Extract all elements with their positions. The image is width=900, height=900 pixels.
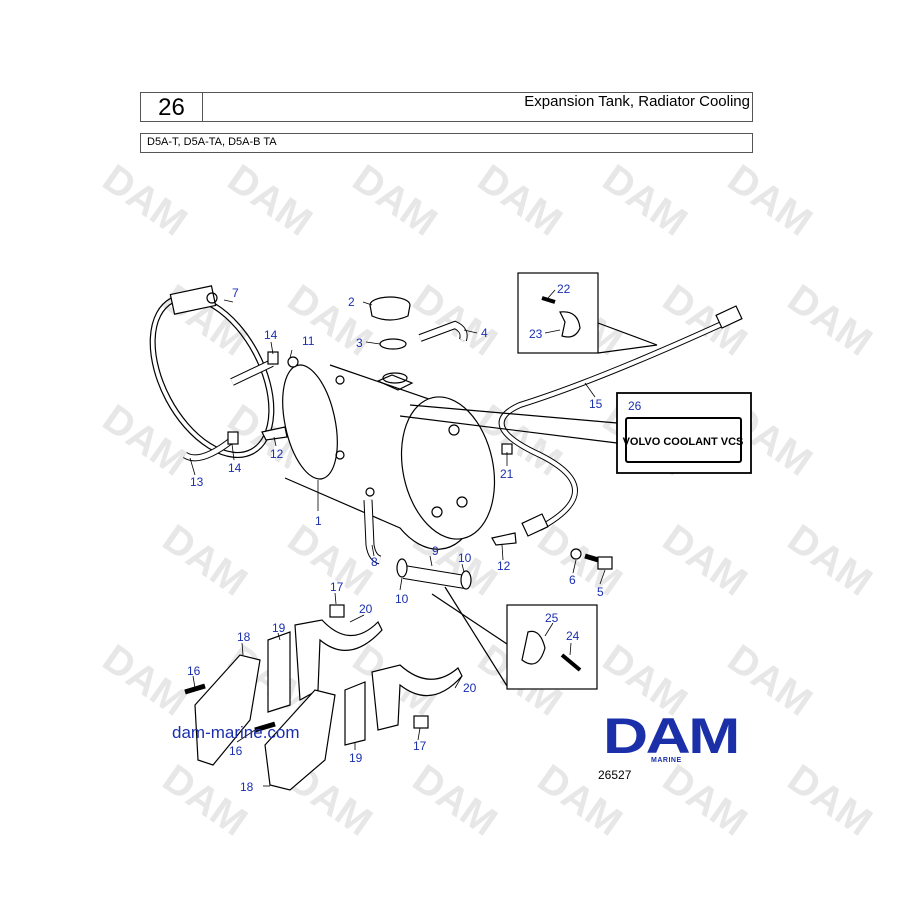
callout-19a: 19 xyxy=(272,621,286,635)
callout-18a: 18 xyxy=(237,630,251,644)
callout-17b: 17 xyxy=(413,739,427,753)
callout-26: 26 xyxy=(628,399,642,413)
callout-24: 24 xyxy=(566,629,580,643)
engine-models: D5A-T, D5A-TA, D5A-B TA xyxy=(147,136,277,148)
pipe-9 xyxy=(396,558,472,590)
callout-labels: 1 2 3 4 5 6 7 8 9 10 10 11 12 12 13 14 1… xyxy=(187,282,642,794)
models-bar: D5A-T, D5A-TA, D5A-B TA xyxy=(140,133,753,153)
callout-16a: 16 xyxy=(187,664,201,678)
section-number: 26 xyxy=(158,94,185,121)
callout-11: 11 xyxy=(302,334,315,348)
decal-text: VOLVO COOLANT VCS xyxy=(623,436,744,448)
callout-13: 13 xyxy=(190,475,204,489)
inset-clip-detail-top xyxy=(517,272,599,354)
sensor-5 xyxy=(597,556,613,570)
callout-9: 9 xyxy=(432,544,439,558)
expansion-tank xyxy=(282,364,496,550)
leader-lines xyxy=(189,289,606,787)
callout-8: 8 xyxy=(371,555,378,569)
inset-clip-detail-bottom xyxy=(506,604,598,690)
callout-22: 22 xyxy=(557,282,571,296)
section-number-box: 26 xyxy=(141,93,203,121)
callout-20b: 20 xyxy=(463,681,477,695)
callout-12a: 12 xyxy=(270,447,284,461)
callout-1: 1 xyxy=(315,514,322,528)
callout-25: 25 xyxy=(545,611,559,625)
header-bar: 26 Expansion Tank, Radiator Cooling xyxy=(140,92,753,122)
website-link[interactable]: dam-marine.com xyxy=(172,723,300,742)
callout-5: 5 xyxy=(597,585,604,599)
callout-14a: 14 xyxy=(264,328,278,342)
callout-6: 6 xyxy=(569,573,576,587)
figure-number: 26527 xyxy=(598,768,632,782)
dam-logo-subtitle: MARINE xyxy=(651,757,682,764)
callout-7: 7 xyxy=(232,286,239,300)
callout-12b: 12 xyxy=(497,559,511,573)
callout-3: 3 xyxy=(356,336,363,350)
dam-logo: DAM xyxy=(603,708,740,764)
washer-6 xyxy=(570,548,582,560)
elbow-12a xyxy=(261,426,288,441)
callout-15: 15 xyxy=(589,397,603,411)
callout-16b: 16 xyxy=(229,744,243,758)
plug-11 xyxy=(287,356,299,368)
mounting-brackets xyxy=(184,604,463,791)
seal-ring xyxy=(379,338,407,350)
callout-14b: 14 xyxy=(228,461,242,475)
inset-decal xyxy=(616,392,752,474)
callout-17a: 17 xyxy=(330,580,344,594)
page-title: Expansion Tank, Radiator Cooling xyxy=(524,93,750,110)
callout-4: 4 xyxy=(481,326,488,340)
hose-clamp xyxy=(149,285,275,459)
callout-18b: 18 xyxy=(240,780,254,794)
callout-2: 2 xyxy=(348,295,355,309)
callout-23: 23 xyxy=(529,327,543,341)
callout-10b: 10 xyxy=(458,551,472,565)
callout-20a: 20 xyxy=(359,602,373,616)
callout-21: 21 xyxy=(500,467,514,481)
callout-19b: 19 xyxy=(349,751,363,765)
callout-10a: 10 xyxy=(395,592,409,606)
clip-14b xyxy=(227,431,239,445)
elbow-12b xyxy=(491,532,517,546)
